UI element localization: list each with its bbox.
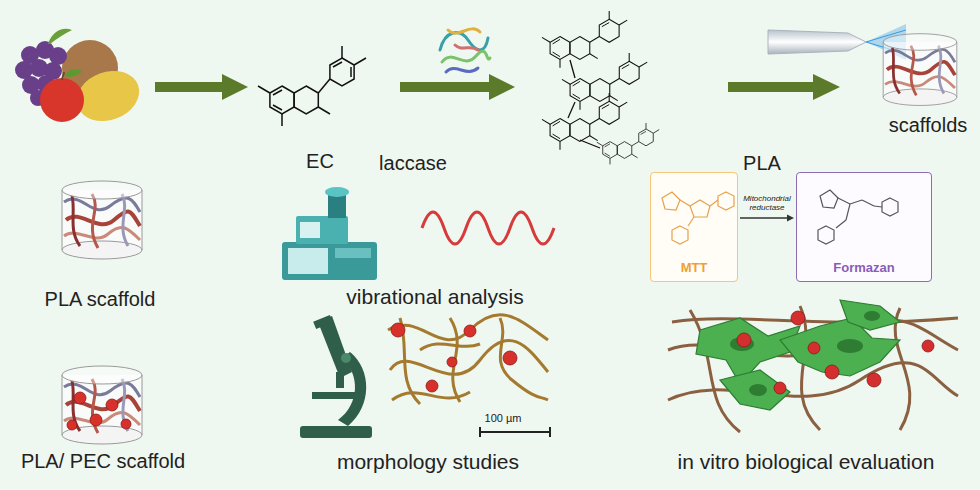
caption-label: vibrational analysis: [346, 285, 523, 309]
arrow-line: [740, 217, 788, 218]
reaction-arrow: [740, 215, 794, 222]
fruits: [15, 29, 146, 130]
scale-bar: [480, 427, 550, 437]
formazan-structure: [797, 173, 931, 281]
arrow-head: [787, 215, 794, 222]
fiber-dots: [391, 323, 517, 392]
spectrometer-icon: [282, 187, 377, 280]
process-arrows: [155, 74, 840, 100]
caption-label: PLA/ PEC scaffold: [21, 450, 185, 473]
microscope-icon: [300, 315, 372, 438]
laccase-protein: [440, 29, 490, 72]
caption-label: morphology studies: [337, 450, 519, 474]
pla-pec-scaffold-icon: [62, 366, 142, 444]
caption-label: laccase: [379, 152, 447, 175]
scaffold-icon: [883, 34, 957, 106]
pla-scaffold-icon: [62, 181, 142, 259]
caption-label: 100 µm: [483, 412, 524, 425]
reaction-box: MTT: [650, 172, 738, 282]
caption-label: EC: [306, 150, 334, 173]
mtt-structure: [651, 173, 737, 281]
caption-label: PLA: [743, 152, 781, 175]
reaction-box: Formazan: [796, 172, 932, 282]
edge-label: Mitochondrial reductase: [741, 194, 793, 214]
cell-culture: [668, 300, 958, 432]
compound-name: Formazan: [833, 260, 894, 275]
caption-label: in vitro biological evaluation: [678, 450, 935, 474]
fiber-network: [388, 315, 548, 404]
compound-name: MTT: [681, 260, 708, 275]
caption-label: PLA scaffold: [45, 288, 156, 311]
caption-label: scaffolds: [889, 114, 968, 137]
epicatechin-structure: [258, 46, 366, 126]
spectrum-wave: [422, 212, 554, 244]
procyanidin-structure: [542, 11, 659, 164]
